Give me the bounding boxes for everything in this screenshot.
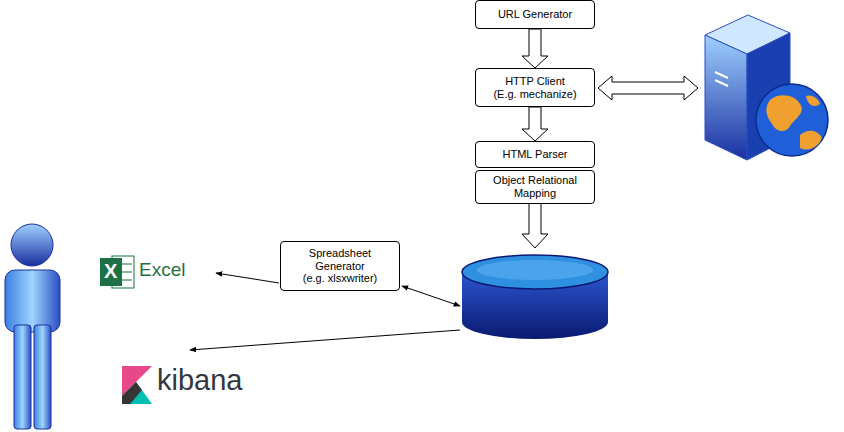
process-box: URL Generator [475,0,595,29]
app-name: Excel [139,260,185,279]
box-label: URL Generator [498,8,572,21]
box-label: HTML Parser [503,148,568,161]
arrow-line [190,330,460,350]
process-box: Spreadsheet Generator (e.g. xlsxwriter) [280,241,400,291]
block-arrow [522,29,548,68]
logo-letter: X [104,261,117,281]
box-label: Object Relational Mapping [482,174,588,199]
user-figure [5,224,60,429]
box-label: Spreadsheet Generator (e.g. xlsxwriter) [287,247,393,285]
block-arrow [522,201,548,248]
kibana-logo [122,366,152,404]
block-arrow [522,107,548,141]
double-block-arrow [598,76,698,100]
database-cylinder [462,255,608,339]
app-name: kibana [157,366,242,395]
double-arrow-line [402,286,460,306]
process-box: Object Relational Mapping [475,170,595,204]
process-box: HTTP Client (E.g. mechanize) [475,68,595,107]
excel-logo [100,256,134,288]
web-server-icon [705,15,828,160]
arrow-line [216,273,279,283]
process-box: HTML Parser [475,141,595,168]
box-label: HTTP Client (E.g. mechanize) [482,75,588,100]
